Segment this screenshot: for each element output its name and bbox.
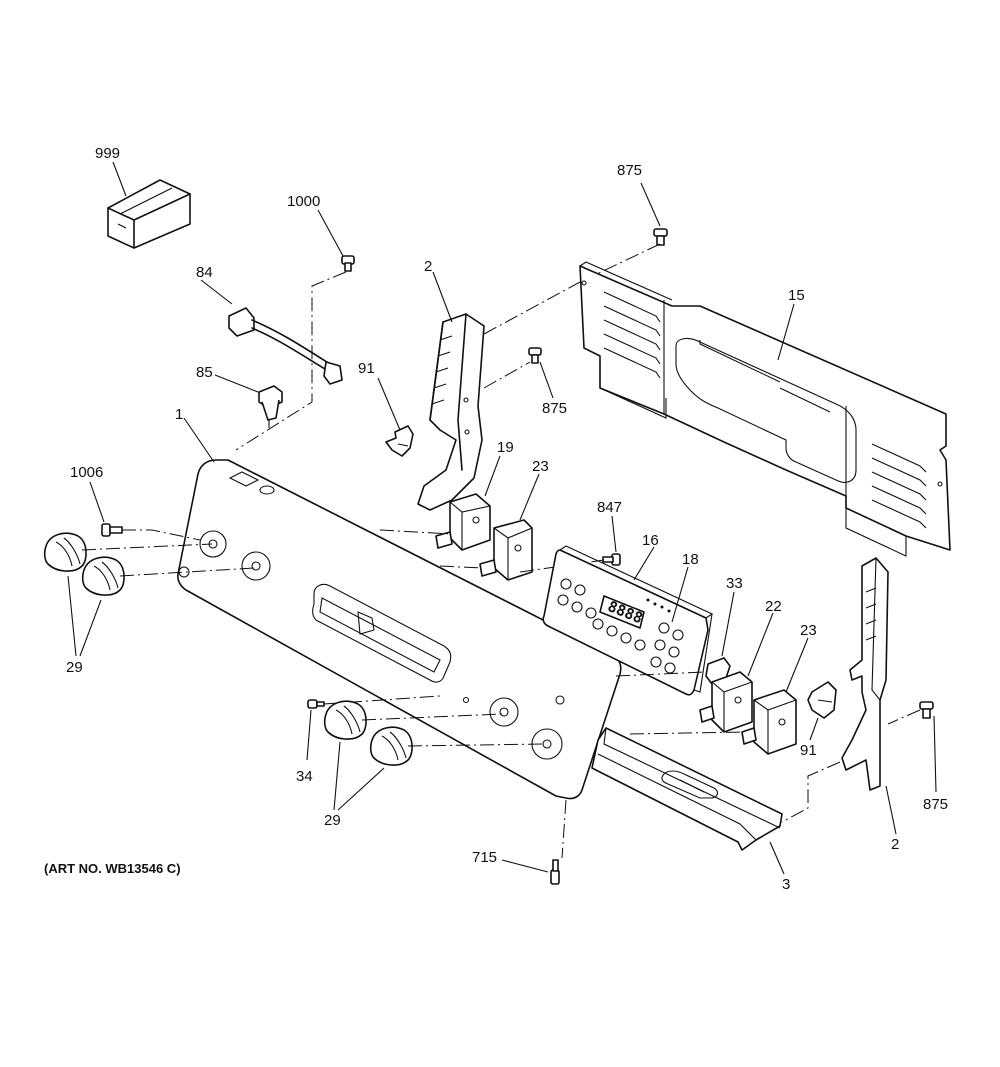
art-number: (ART NO. WB13546 C) <box>44 861 181 876</box>
dash-knob-l2 <box>119 567 255 577</box>
callout-84: 84 <box>196 264 213 281</box>
dash-1006 <box>122 529 201 541</box>
leader-23b <box>785 637 809 693</box>
leader-1000 <box>317 209 344 257</box>
part-22-switch <box>699 671 753 733</box>
callout-2-left: 2 <box>424 258 432 275</box>
leader-85 <box>214 374 259 393</box>
callout-23-lower: 23 <box>800 622 817 639</box>
part-84-harness <box>228 307 343 385</box>
leader-19 <box>484 455 501 497</box>
part-85-connector <box>258 385 283 428</box>
callout-19: 19 <box>497 439 514 456</box>
part-715-screw <box>550 859 560 885</box>
part-29-knob-upper-left <box>43 532 87 572</box>
leader-84 <box>200 279 233 305</box>
leader-715 <box>501 859 549 873</box>
dash-875c <box>887 709 921 725</box>
part-19-switch <box>435 493 491 551</box>
callout-34: 34 <box>296 768 313 785</box>
callout-999: 999 <box>95 145 120 162</box>
part-2-right-endcap <box>841 557 889 791</box>
part-29-knob-upper-right <box>323 700 367 740</box>
part-999-box <box>107 179 191 249</box>
leader-875a <box>640 182 661 227</box>
leader-91a <box>377 377 401 431</box>
callout-2-right: 2 <box>891 836 899 853</box>
callout-16: 16 <box>642 532 659 549</box>
part-23-switch-lower <box>741 689 797 755</box>
callout-22: 22 <box>765 598 782 615</box>
callout-1006: 1006 <box>70 464 103 481</box>
part-2-left-endcap <box>417 313 485 511</box>
leader-1006 <box>89 481 105 523</box>
part-875-screw-top <box>653 228 668 246</box>
callout-29-left: 29 <box>66 659 83 676</box>
leader-875b <box>539 361 554 399</box>
leader-34 <box>306 709 312 761</box>
leader-1 <box>183 417 215 463</box>
part-847-screw <box>602 553 621 566</box>
callout-91-right: 91 <box>800 742 817 759</box>
part-91-bracket-left <box>385 425 414 457</box>
dash-23b <box>629 731 745 735</box>
callout-91-left: 91 <box>358 360 375 377</box>
callout-33: 33 <box>726 575 743 592</box>
dash-23a <box>439 565 483 569</box>
callout-23-upper: 23 <box>532 458 549 475</box>
leader-999 <box>112 161 127 197</box>
callout-1000: 1000 <box>287 193 320 210</box>
dash-1000 <box>235 271 347 451</box>
callout-29-right: 29 <box>324 812 341 829</box>
part-34-screw <box>307 699 325 709</box>
dash-cap-trim <box>781 761 841 823</box>
part-23-switch-upper <box>479 519 533 581</box>
part-16-control-board: 8888 <box>542 545 714 696</box>
dash-19 <box>379 529 453 535</box>
leader-18 <box>671 566 689 623</box>
dash-board <box>615 671 707 677</box>
leader-3 <box>769 841 785 875</box>
leader-23a <box>519 473 540 521</box>
callout-847: 847 <box>597 499 622 516</box>
leader-15 <box>777 303 795 361</box>
leader-29a-2 <box>79 599 102 657</box>
part-91-bracket-right <box>807 681 837 719</box>
leader-33 <box>721 591 735 657</box>
leader-847 <box>611 515 617 553</box>
part-15-back-plate <box>579 261 951 557</box>
dash-cap-plate-1 <box>483 281 581 335</box>
dash-cap-plate-2 <box>483 361 531 389</box>
callout-1: 1 <box>175 406 183 423</box>
leader-91b <box>809 717 819 741</box>
leader-875c <box>933 715 937 793</box>
part-875-screw-right <box>919 701 934 719</box>
leader-29a-1 <box>67 575 77 657</box>
part-1006-screw <box>101 523 123 537</box>
part-29-knob-lower-left <box>81 556 125 596</box>
callout-875-top: 875 <box>617 162 642 179</box>
part-1000-screw <box>341 255 355 272</box>
leader-16 <box>633 546 655 581</box>
callout-85: 85 <box>196 364 213 381</box>
callout-3: 3 <box>782 876 790 893</box>
part-3-trim <box>591 727 783 851</box>
leader-22 <box>747 612 774 677</box>
dash-715 <box>561 799 567 859</box>
callout-715: 715 <box>472 849 497 866</box>
leader-29b-1 <box>333 741 341 811</box>
callout-875-right: 875 <box>923 796 948 813</box>
leader-29b-2 <box>337 767 385 811</box>
callout-18: 18 <box>682 551 699 568</box>
part-29-knob-lower-right <box>369 726 413 766</box>
leader-2b <box>885 785 897 835</box>
callout-875-mid: 875 <box>542 400 567 417</box>
dash-knob-l1 <box>81 543 213 551</box>
callout-15: 15 <box>788 287 805 304</box>
leader-2a <box>432 271 453 323</box>
part-875-screw-mid <box>528 347 542 364</box>
